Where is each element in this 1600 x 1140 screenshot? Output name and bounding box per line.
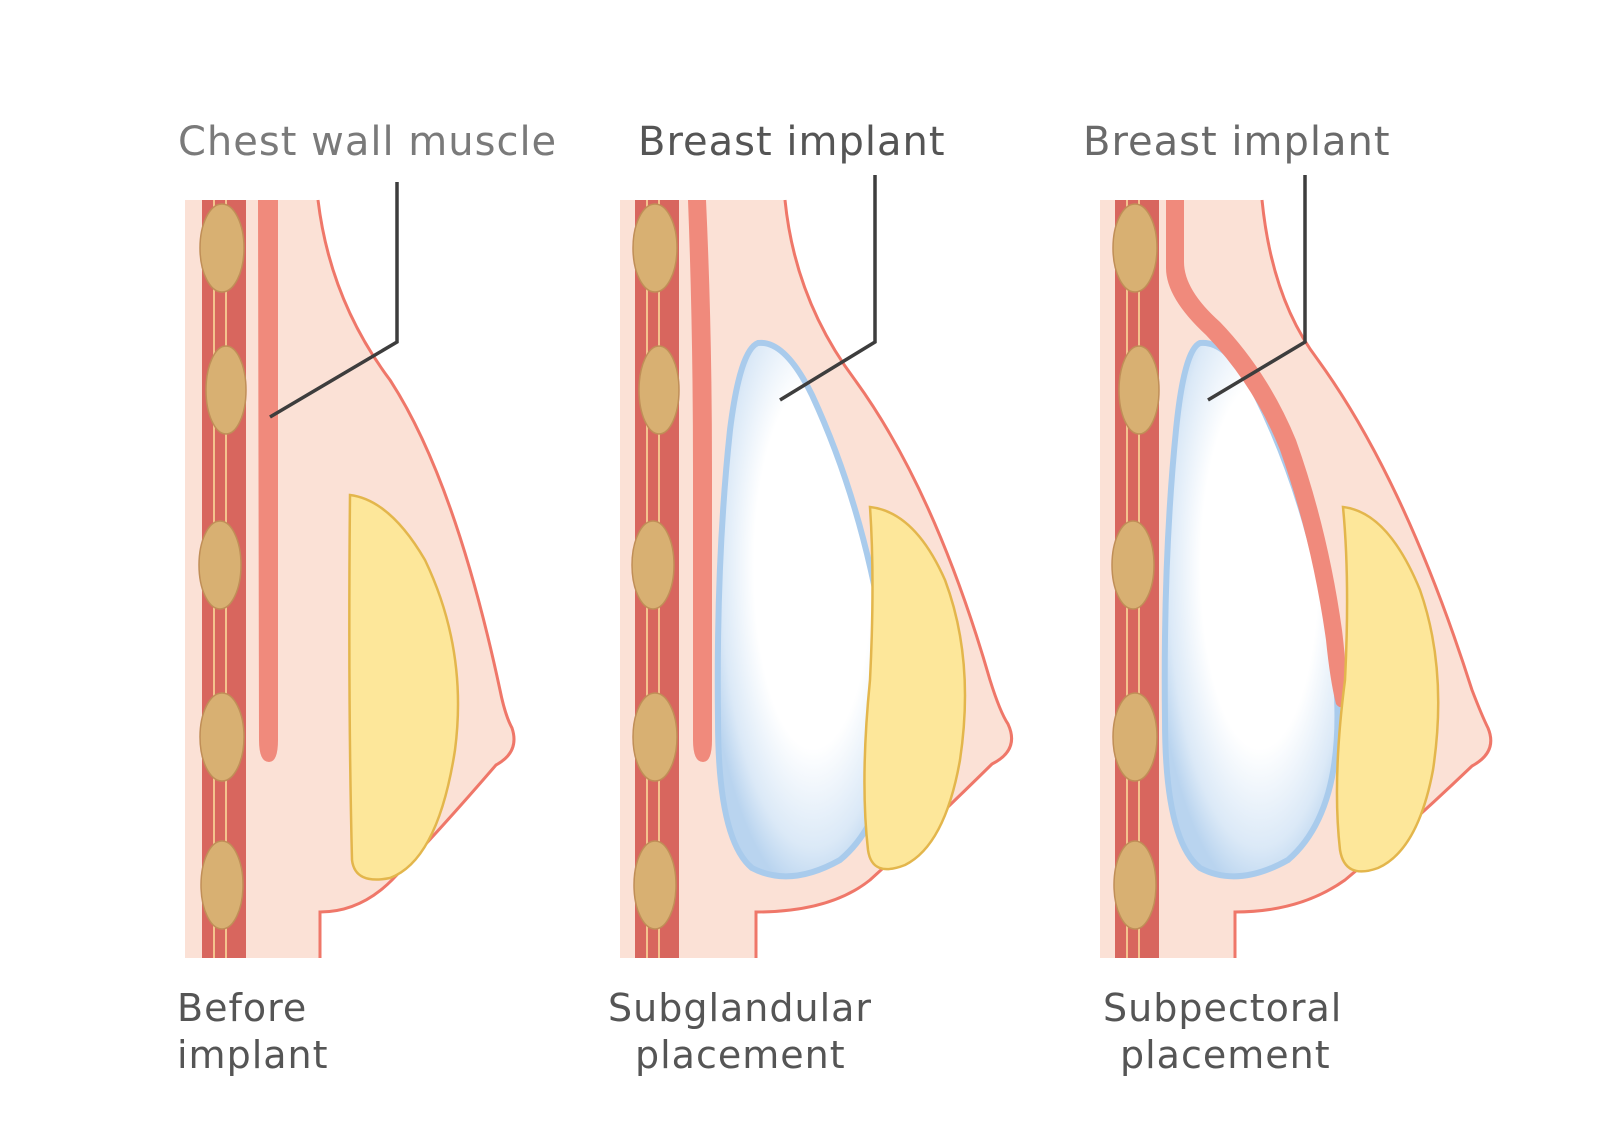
chest-wall-muscle <box>688 200 712 762</box>
rib <box>1113 840 1157 930</box>
rib <box>200 840 244 930</box>
caption-before-line2: implant <box>177 1033 329 1077</box>
leader-line <box>1207 175 1307 402</box>
skin-outline <box>1233 199 1493 958</box>
callout-breast-implant: Breast implant <box>638 119 946 165</box>
rib <box>1112 692 1158 782</box>
panel-subpectoral-placement <box>1100 175 1493 958</box>
skin-outline <box>754 199 1013 958</box>
caption-before-line1: Before <box>177 986 308 1030</box>
rib <box>632 692 678 782</box>
caption-subglandular-line1: Subglandular <box>608 986 873 1030</box>
rib <box>631 520 675 610</box>
caption-subglandular-line2: placement <box>635 1033 846 1077</box>
rib-column <box>1111 203 1160 930</box>
mammary-gland <box>348 493 460 881</box>
rib-column <box>198 203 247 930</box>
leader-line <box>269 182 399 419</box>
panel-before-implant <box>185 182 516 958</box>
leader-line <box>779 175 877 402</box>
rib-column <box>631 203 680 930</box>
rib <box>633 840 677 930</box>
callout-breast-implant: Breast implant <box>1083 119 1391 165</box>
callout-chest-wall-muscle: Chest wall muscle <box>178 119 558 165</box>
rib <box>638 345 680 435</box>
rib <box>199 203 245 293</box>
rib <box>1112 203 1158 293</box>
chest-wall-muscle <box>258 200 278 762</box>
rib <box>1118 345 1160 435</box>
rib <box>199 692 245 782</box>
caption-subpectoral-line2: placement <box>1120 1033 1331 1077</box>
chest-wall-muscle <box>1166 200 1347 708</box>
rib <box>205 345 247 435</box>
panel-subglandular-placement <box>620 175 1013 958</box>
rib <box>198 520 242 610</box>
rib <box>1111 520 1155 610</box>
rib <box>632 203 678 293</box>
mammary-gland <box>863 505 967 871</box>
mammary-gland <box>1335 505 1440 873</box>
breast-implant <box>714 339 895 880</box>
caption-subpectoral-line1: Subpectoral <box>1103 986 1343 1030</box>
